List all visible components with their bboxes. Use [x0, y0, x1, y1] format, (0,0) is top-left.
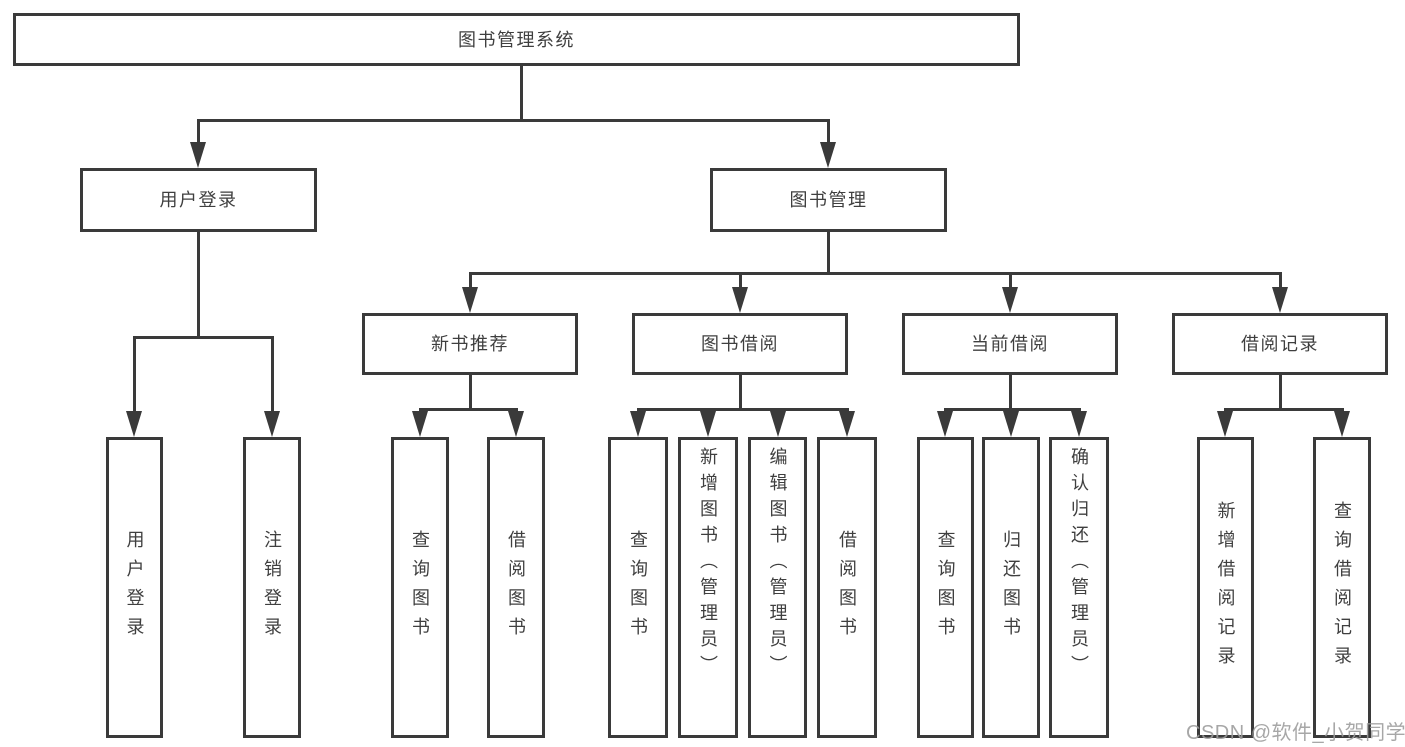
- leaf-records-query-record: 查询借阅记录: [1313, 437, 1371, 738]
- arrow-down-icon: [820, 142, 836, 168]
- connector-root-hbar: [197, 119, 830, 122]
- leaf-user-login: 用户登录: [106, 437, 163, 738]
- arrow-down-icon: [190, 142, 206, 168]
- connector-book-mgmt-hbar: [469, 272, 1281, 275]
- connector-to-book-borrow: [739, 272, 742, 290]
- arrow-down-icon: [126, 411, 142, 437]
- connector-to-leaf-login: [133, 336, 136, 413]
- arrow-down-icon: [1002, 287, 1018, 313]
- leaf-records-add-record: 新增借阅记录: [1197, 437, 1254, 738]
- connector-to-current-borrow: [1009, 272, 1012, 290]
- arrow-down-icon: [1071, 411, 1087, 437]
- connector-to-borrow-records: [1279, 272, 1282, 290]
- connector-root-stem: [520, 64, 523, 120]
- arrow-down-icon: [1272, 287, 1288, 313]
- leaf-newbook-borrow-books: 借阅图书: [487, 437, 545, 738]
- leaf-logout: 注销登录: [243, 437, 301, 738]
- arrow-down-icon: [1334, 411, 1350, 437]
- node-new-book-recommendation: 新书推荐: [362, 313, 578, 375]
- connector-borrow-records-stem: [1279, 375, 1282, 410]
- connector-book-borrow-hbar: [637, 408, 849, 411]
- node-current-borrowing: 当前借阅: [902, 313, 1118, 375]
- arrow-down-icon: [508, 411, 524, 437]
- arrow-down-icon: [264, 411, 280, 437]
- connector-book-borrow-stem: [739, 375, 742, 410]
- arrow-down-icon: [1217, 411, 1233, 437]
- leaf-borrow-add-books-admin: 新增图书（管理员）: [678, 437, 738, 738]
- node-borrowing-records: 借阅记录: [1172, 313, 1388, 375]
- connector-to-new-book: [469, 272, 472, 290]
- node-library-management-system: 图书管理系统: [13, 13, 1020, 66]
- connector-book-mgmt-stem: [827, 232, 830, 274]
- connector-current-borrow-hbar: [944, 408, 1081, 411]
- connector-to-user-login: [197, 119, 200, 145]
- arrow-down-icon: [732, 287, 748, 313]
- arrow-down-icon: [839, 411, 855, 437]
- arrow-down-icon: [770, 411, 786, 437]
- node-book-borrowing: 图书借阅: [632, 313, 848, 375]
- leaf-borrow-query-books: 查询图书: [608, 437, 668, 738]
- leaf-borrow-borrow-books: 借阅图书: [817, 437, 877, 738]
- node-user-login: 用户登录: [80, 168, 317, 232]
- leaf-current-confirm-return-admin: 确认归还（管理员）: [1049, 437, 1109, 738]
- node-book-management: 图书管理: [710, 168, 947, 232]
- arrow-down-icon: [937, 411, 953, 437]
- arrow-down-icon: [462, 287, 478, 313]
- leaf-current-return-books: 归还图书: [982, 437, 1040, 738]
- connector-to-leaf-logout: [271, 336, 274, 413]
- connector-user-login-hbar: [133, 336, 273, 339]
- arrow-down-icon: [700, 411, 716, 437]
- arrow-down-icon: [630, 411, 646, 437]
- arrow-down-icon: [1003, 411, 1019, 437]
- leaf-borrow-edit-books-admin: 编辑图书（管理员）: [748, 437, 807, 738]
- connector-current-borrow-stem: [1009, 375, 1012, 410]
- connector-new-book-stem: [469, 375, 472, 410]
- leaf-current-query-books: 查询图书: [917, 437, 974, 738]
- connector-user-login-stem: [197, 232, 200, 338]
- csdn-watermark: CSDN @软件_小贺同学: [1186, 722, 1405, 744]
- connector-new-book-hbar: [419, 408, 518, 411]
- connector-borrow-records-hbar: [1224, 408, 1344, 411]
- connector-to-book-management: [827, 119, 830, 145]
- arrow-down-icon: [412, 411, 428, 437]
- leaf-newbook-query-books: 查询图书: [391, 437, 449, 738]
